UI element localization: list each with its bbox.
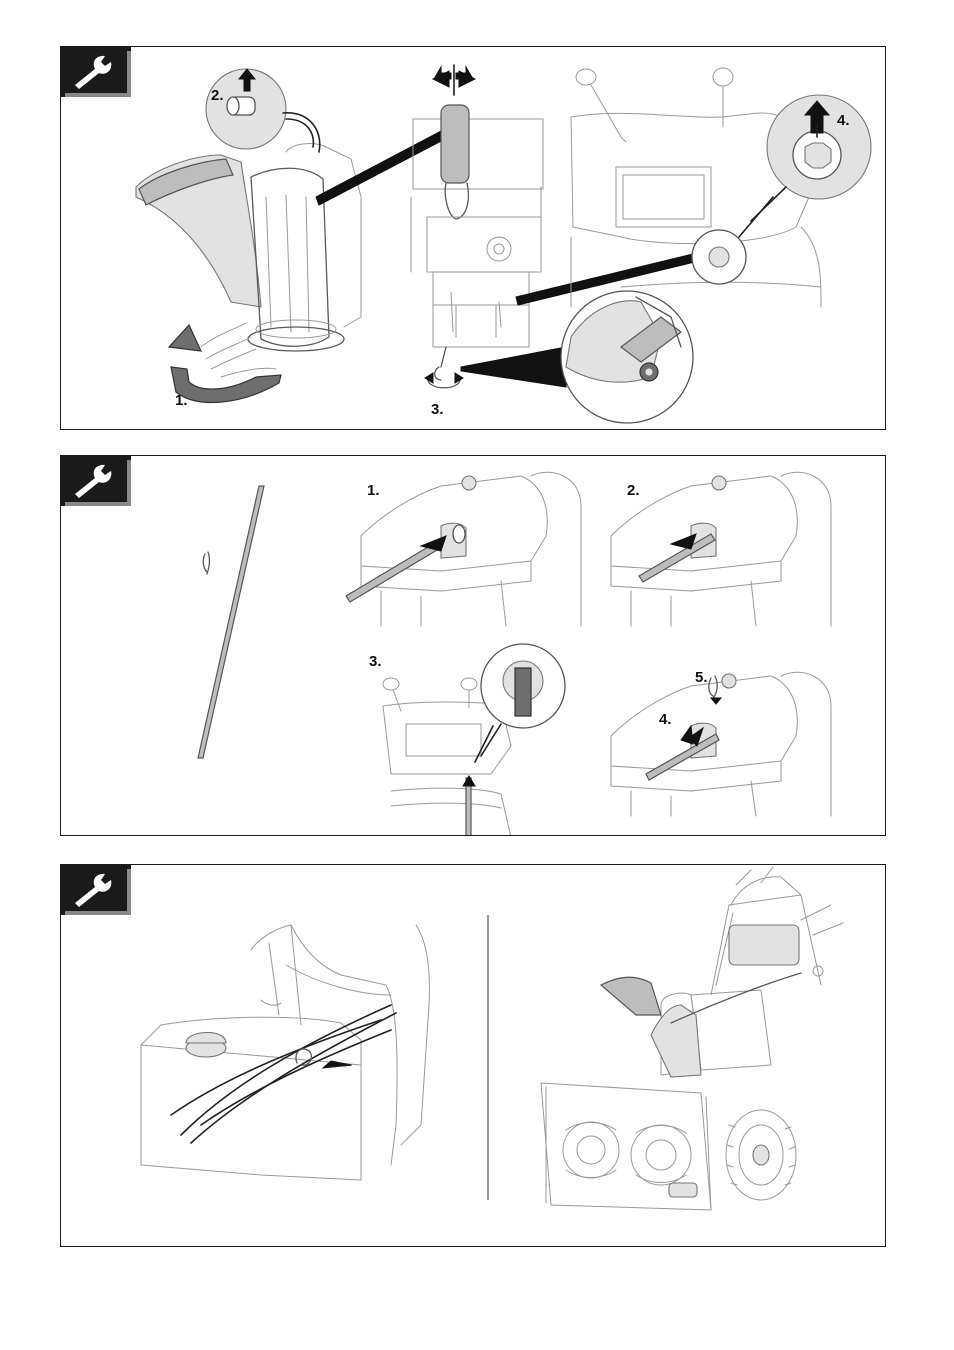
view-5-label: 5.: [695, 669, 708, 686]
step-3-label: 3.: [431, 401, 444, 418]
step-2-label: 2.: [211, 87, 224, 104]
view-4-label: 4.: [659, 711, 672, 728]
assembly-panel-chute: 4. 1. 2. 3.: [60, 46, 886, 430]
chute-assembly-drawing: 4.: [61, 47, 886, 430]
assembly-panel-cable: [60, 864, 886, 1247]
rod-assembly-drawing: [61, 456, 886, 836]
view-1-label: 1.: [367, 482, 380, 499]
view-2-label: 2.: [627, 482, 640, 499]
step-1-label: 1.: [175, 392, 188, 409]
view-3-label: 3.: [369, 653, 382, 670]
assembly-panel-rod: 1. 2. 3. 4. 5.: [60, 455, 886, 836]
cable-routing-drawing: [61, 865, 886, 1247]
svg-text:4.: 4.: [837, 112, 850, 129]
